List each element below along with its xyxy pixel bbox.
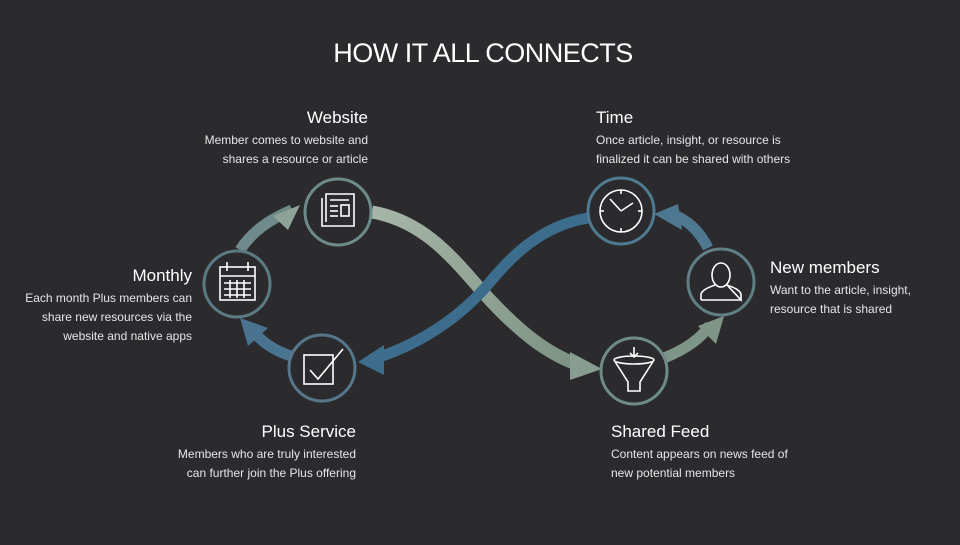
calendar-icon	[219, 262, 256, 301]
monthly-heading: Monthly	[132, 266, 192, 285]
plus-service-description-line: Members who are truly interested	[177, 447, 356, 461]
time-description-line: Once article, insight, or resource is	[596, 133, 781, 147]
monthly-description-line: website and native apps	[63, 329, 192, 343]
new-members-node	[686, 247, 756, 317]
monthly-node	[202, 249, 272, 319]
plus-service-text-block: Plus Service Members who are truly inter…	[136, 422, 356, 483]
time-heading: Time	[596, 108, 634, 127]
monthly-description-line: share new resources via the	[41, 310, 192, 324]
plus-service-heading: Plus Service	[261, 422, 356, 441]
shared-feed-description: Content appears on news feed of new pote…	[611, 445, 841, 483]
website-node	[303, 177, 373, 247]
funnel-icon	[613, 347, 655, 392]
arrowhead-to-time	[654, 204, 682, 230]
band-time-to-plus-service	[368, 212, 590, 366]
monthly-description-line: Each month Plus members can	[25, 291, 192, 305]
plus-service-node	[287, 333, 357, 403]
plus-service-description: Members who are truly interested can fur…	[136, 445, 356, 483]
arrowhead-to-new-members	[698, 316, 724, 344]
monthly-text-block: Monthly Each month Plus members can shar…	[12, 266, 192, 346]
time-description: Once article, insight, or resource is fi…	[596, 131, 836, 169]
arrowhead-to-plus-service	[358, 345, 384, 375]
website-heading: Website	[306, 108, 368, 127]
arrowhead-to-website	[273, 205, 300, 230]
new-members-description: Want to the article, insight, resource t…	[770, 281, 950, 319]
website-description-line: shares a resource or article	[222, 152, 368, 166]
monthly-description: Each month Plus members can share new re…	[12, 289, 192, 346]
website-description: Member comes to website and shares a res…	[168, 131, 368, 169]
arrowhead-to-shared-feed	[570, 352, 602, 380]
new-members-heading: New members	[770, 258, 880, 277]
band-website-to-shared-feed	[370, 205, 585, 373]
shared-feed-description-line: new potential members	[611, 466, 736, 480]
shared-feed-heading: Shared Feed	[611, 422, 710, 441]
time-description-line: finalized it can be shared with others	[596, 152, 791, 166]
website-text-block: Website Member comes to website and shar…	[168, 108, 368, 169]
website-description-line: Member comes to website and	[204, 133, 368, 147]
new-members-description-line: Want to the article, insight,	[770, 283, 911, 297]
shared-feed-description-line: Content appears on news feed of	[611, 447, 788, 461]
new-members-description-line: resource that is shared	[770, 302, 893, 316]
checkbox-icon	[303, 348, 344, 385]
shared-feed-text-block: Shared Feed Content appears on news feed…	[611, 422, 841, 483]
shared-feed-node	[599, 336, 669, 406]
page-title: HOW IT ALL CONNECTS	[333, 38, 633, 68]
time-node	[586, 176, 656, 246]
arrowhead-to-monthly	[240, 318, 268, 346]
time-text-block: Time Once article, insight, or resource …	[596, 108, 836, 169]
plus-service-description-line: can further join the Plus offering	[186, 466, 356, 480]
new-members-text-block: New members Want to the article, insight…	[770, 258, 950, 319]
newspaper-icon	[321, 193, 355, 227]
user-icon	[700, 262, 742, 303]
clock-icon	[599, 189, 643, 233]
